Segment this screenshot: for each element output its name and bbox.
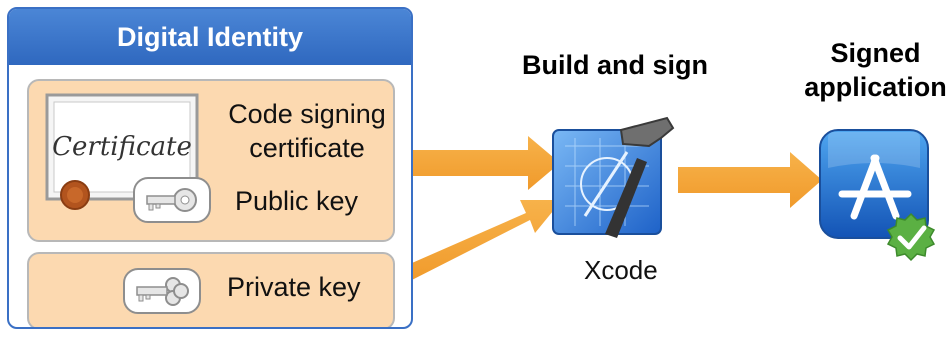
certificate-label: Code signing certificate bbox=[227, 97, 387, 165]
build-and-sign-title: Build and sign bbox=[522, 50, 708, 80]
private-key-card: Private key bbox=[27, 252, 395, 327]
private-key-to-xcode-arrow bbox=[396, 200, 562, 285]
certificate-label-line2: certificate bbox=[249, 133, 365, 163]
signed-application-title: Signed application bbox=[804, 36, 947, 104]
certificate-label-line1: Code signing bbox=[228, 99, 386, 129]
public-key-icon bbox=[133, 177, 211, 223]
digital-identity-panel: Digital Identity Certificate Code signin… bbox=[7, 7, 413, 329]
xcode-icon bbox=[552, 116, 675, 238]
private-key-label: Private key bbox=[227, 272, 361, 302]
code-signing-certificate-card: Certificate Code signing certificate Pub… bbox=[27, 79, 395, 242]
app-store-icon bbox=[819, 129, 936, 262]
certificate-image-text: Certificate bbox=[52, 132, 192, 162]
hammer-icon bbox=[605, 116, 675, 238]
checkmark-badge-icon bbox=[886, 212, 936, 262]
public-key-label: Public key bbox=[235, 186, 359, 216]
signed-application-title-line2: application bbox=[804, 72, 947, 102]
seal-icon bbox=[60, 180, 90, 210]
private-key-icon bbox=[123, 268, 201, 314]
certificate-to-xcode-arrow bbox=[396, 136, 560, 190]
digital-identity-title: Digital Identity bbox=[9, 9, 411, 65]
xcode-to-app-arrow bbox=[678, 152, 822, 208]
signed-application-title-line1: Signed bbox=[830, 38, 921, 68]
xcode-label: Xcode bbox=[584, 255, 658, 285]
